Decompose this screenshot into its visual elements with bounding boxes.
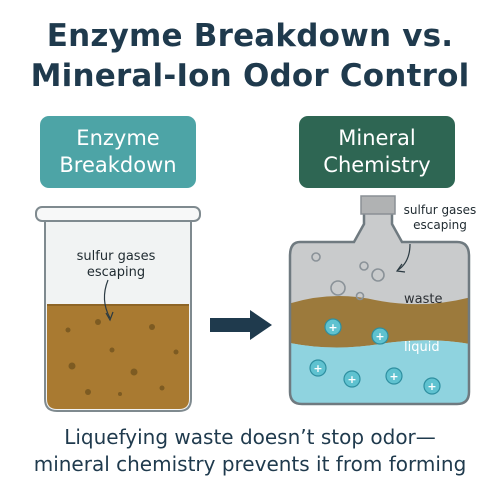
ion-symbol: + xyxy=(389,370,398,383)
ion-circle xyxy=(309,359,327,377)
speck xyxy=(95,319,101,325)
ion-icon: + xyxy=(343,370,361,388)
title-line-1: Enzyme Breakdown vs. xyxy=(46,18,454,54)
mineral-chemistry-badge: Mineral Chemistry xyxy=(299,116,455,188)
ion-icon: + xyxy=(385,367,403,385)
right-annotation-line-2: escaping xyxy=(413,218,467,232)
mineral-ions: + + + + + + xyxy=(309,318,441,395)
enzyme-badge-line-2: Breakdown xyxy=(59,153,177,177)
ion-symbol: + xyxy=(328,321,337,334)
caption-line-2: mineral chemistry prevents it from formi… xyxy=(33,452,467,476)
bubble xyxy=(359,261,369,271)
sludge-specks xyxy=(65,319,179,396)
jar-cap xyxy=(360,195,396,215)
right-annotation-arrowhead xyxy=(395,263,406,273)
arrow-head xyxy=(250,310,272,340)
mineral-jar: sulfur gases escaping waste liquid + + +… xyxy=(288,195,477,406)
page-title: Enzyme Breakdown vs. Mineral-Ion Odor Co… xyxy=(0,16,500,96)
jar-outline xyxy=(288,210,471,406)
beaker: sulfur gases escaping xyxy=(35,206,201,412)
enzyme-breakdown-badge: Enzyme Breakdown xyxy=(40,116,196,188)
arrow-shaft xyxy=(210,318,252,332)
speck xyxy=(68,362,76,370)
speck xyxy=(109,347,115,353)
speck xyxy=(149,324,155,330)
left-annotation-arrow xyxy=(103,279,111,319)
ion-circle xyxy=(324,318,342,336)
arrow-right-icon xyxy=(210,310,272,340)
sludge-layer xyxy=(47,305,189,409)
beaker-rim xyxy=(35,206,201,222)
liquid-label: liquid xyxy=(404,340,440,355)
bubble xyxy=(355,291,365,301)
speck xyxy=(173,349,179,355)
speck xyxy=(65,327,71,333)
bubble xyxy=(371,268,385,282)
ion-icon: + xyxy=(309,359,327,377)
right-annotation-arrow xyxy=(397,243,411,271)
ion-symbol: + xyxy=(347,373,356,386)
speck xyxy=(118,392,122,396)
ion-circle xyxy=(385,367,403,385)
bubble xyxy=(330,280,346,296)
mineral-badge-line-2: Chemistry xyxy=(323,153,431,177)
left-annotation-line-2: escaping xyxy=(87,265,145,280)
ion-symbol: + xyxy=(427,380,436,393)
speck xyxy=(130,368,138,376)
ion-circle xyxy=(423,377,441,395)
mineral-badge-line-1: Mineral xyxy=(338,126,416,150)
title-line-2: Mineral-Ion Odor Control xyxy=(30,58,470,94)
speck xyxy=(85,389,91,395)
bubble xyxy=(311,252,321,262)
speck xyxy=(159,385,165,391)
enzyme-badge-line-1: Enzyme xyxy=(76,126,160,150)
ion-circle xyxy=(343,370,361,388)
right-annotation-line-1: sulfur gases xyxy=(404,203,477,217)
waste-label: waste xyxy=(404,292,442,307)
ion-symbol: + xyxy=(375,330,384,343)
ion-symbol: + xyxy=(313,362,322,375)
caption-line-1: Liquefying waste doesn’t stop odor— xyxy=(64,425,436,449)
ion-icon: + xyxy=(324,318,342,336)
ion-icon: + xyxy=(423,377,441,395)
caption: Liquefying waste doesn’t stop odor— mine… xyxy=(0,424,500,478)
ion-icon: + xyxy=(371,327,389,345)
left-annotation-arrowhead xyxy=(105,311,114,322)
ion-circle xyxy=(371,327,389,345)
left-annotation-line-1: sulfur gases xyxy=(77,249,156,264)
gas-bubbles xyxy=(311,252,385,301)
